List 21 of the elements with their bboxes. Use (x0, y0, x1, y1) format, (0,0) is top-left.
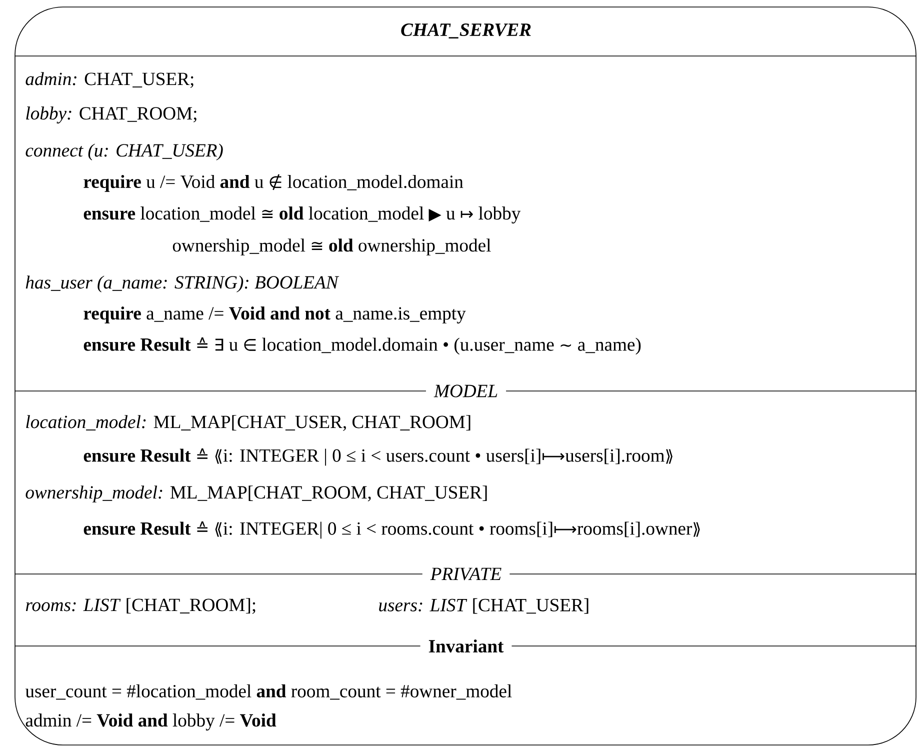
feature-line: admin: CHAT_USER; (26, 72, 194, 88)
section-label: PRIVATE (422, 566, 510, 582)
feature-line: users: LIST [CHAT_USER] (379, 598, 588, 614)
feature-line: rooms: LIST [CHAT_ROOM]; (26, 598, 256, 614)
feature-signature: has_user (a_name: STRING): BOOLEAN (26, 276, 340, 292)
feature-line: ensure Result ≙ ⟪i: INTEGER | 0 ≤ i < users.count • users[i]⟼users[i].room⟫ (84, 448, 672, 466)
feature-line: admin /= Void and lobby /= Void (26, 714, 276, 730)
feature-line: ensure Result ≙ ∃ u ∈ location_model.domain • (u.user_name ∼ a_name) (84, 337, 641, 355)
feature-line: location_model: ML_MAP[CHAT_USER, CHAT_ROOM] (26, 415, 470, 431)
feature-line: ownership_model: ML_MAP[CHAT_ROOM, CHAT_USER] (26, 486, 487, 502)
feature-line: require a_name /= Void and not a_name.is_empty (84, 306, 466, 324)
feature-line: ensure Result ≙ ⟪i: INTEGER| 0 ≤ i < rooms.count • rooms[i]⟼rooms[i].owner⟫ (84, 521, 700, 539)
class-name: CHAT_SERVER (401, 24, 531, 38)
feature-line: require u /= Void and u ∉ location_model.domain (84, 174, 464, 192)
section-label: Invariant (420, 637, 512, 655)
section-label: MODEL (426, 382, 506, 400)
feature-line: ensure location_model ≅ old location_model ▶ u ↦ lobby (84, 206, 521, 224)
feature-line: ownership_model ≅ old ownership_model (172, 238, 491, 256)
feature-signature: connect (u: CHAT_USER) (26, 144, 223, 160)
feature-line: user_count = #location_model and room_count = #owner_model (25, 684, 512, 700)
feature-line: lobby: CHAT_ROOM; (26, 106, 196, 124)
